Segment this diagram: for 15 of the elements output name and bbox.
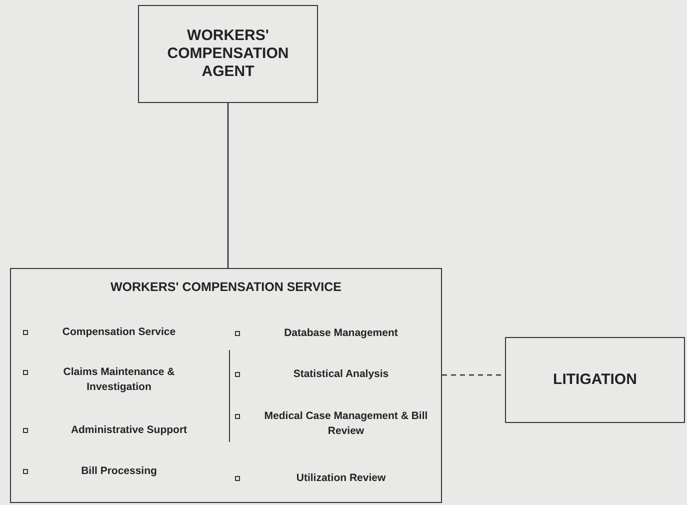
service-item: Compensation Service	[61, 325, 177, 340]
service-item: Bill Processing	[80, 464, 158, 479]
service-box	[10, 268, 442, 503]
service-item: Administrative Support	[70, 423, 188, 438]
service-item: Medical Case Management & Bill Review	[263, 409, 429, 438]
box-title: LITIGATION	[553, 371, 637, 389]
box-title: WORKERS' COMPENSATION AGENT	[166, 27, 290, 81]
service-item: Statistical Analysis	[292, 367, 390, 382]
connector-line	[227, 103, 229, 268]
org-box	[138, 5, 318, 103]
org-box	[505, 337, 685, 423]
service-item: Utilization Review	[295, 471, 387, 486]
service-item: Claims Maintenance & Investigation	[62, 365, 176, 394]
service-item: Database Management	[283, 326, 399, 341]
box-heading: WORKERS' COMPENSATION SERVICE	[109, 279, 342, 296]
